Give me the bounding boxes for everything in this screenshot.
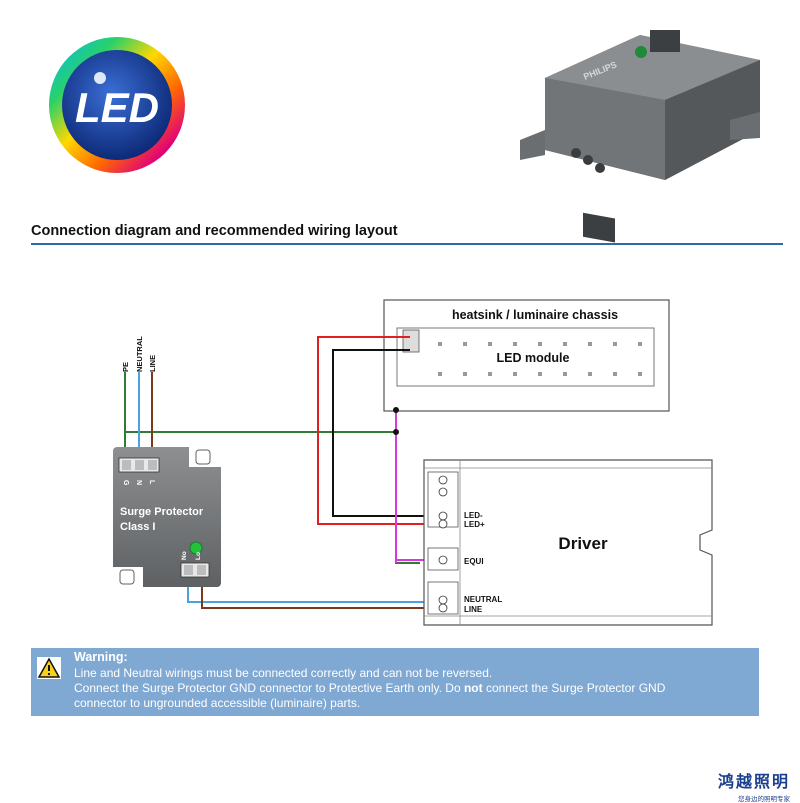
terminal-n: N [135,480,142,485]
label-neutral: NEUTRAL [135,336,144,372]
watermark-name: 鸿越照明 [717,772,790,791]
led-module-label: LED module [497,351,570,365]
led-chip [563,372,567,376]
junction-dot [393,407,399,413]
led-module [396,327,655,387]
wire-pe-driver [395,432,420,564]
led-chip [513,372,517,376]
surge-label-line2: Class I [120,521,155,533]
warning-line-2-start: Connect the Surge Protector GND connecto… [74,681,464,695]
led-chip [463,372,467,376]
wires [124,336,440,609]
led-chip [563,342,567,346]
warning-line-3: connector to ungrounded accessible (lumi… [74,696,361,710]
led-chip [463,342,467,346]
surge-label-line1: Surge Protector [120,506,204,518]
led-chip [438,372,442,376]
heading-rule [31,243,783,245]
led-chip [638,372,642,376]
product-photo: PHILIPS [520,30,760,243]
wire-pe-chassis [125,410,397,433]
status-led [189,541,203,555]
warning-line-2-bold: not [463,681,483,695]
led-logo: LED [49,37,185,173]
led-chip [488,372,492,376]
led-chip [588,342,592,346]
warning-line-1: Line and Neutral wirings must be connect… [74,666,493,680]
warning-box: Warning: Line and Neutral wirings must b… [31,648,759,716]
warning-icon [37,657,61,679]
terminal-led-minus: LED- [464,511,483,520]
watermark-tagline: 您身边的照明专家 [738,795,790,803]
luminaire-chassis: heatsink / luminaire chassis LED module [383,299,670,412]
led-chip [588,372,592,376]
led-chip [613,342,617,346]
led-chip [538,342,542,346]
wire-neutral-out [187,580,440,603]
wire-led-minus [332,349,440,517]
warning-line-2: Connect the Surge Protector GND connecto… [74,681,665,695]
led-chip [613,372,617,376]
terminal-equi: EQUI [464,557,484,566]
junction-dot [393,429,399,435]
surge-protector: G N L Surge Protector Class I No Lo [113,447,221,587]
terminal-line: LINE [464,605,483,614]
driver: Driver LED- LED+ EQUI NEUTRAL LINE [423,459,713,626]
warning-title: Warning: [74,650,128,664]
driver-label: Driver [558,534,608,553]
chassis-label: heatsink / luminaire chassis [452,308,618,322]
terminal-no: No [181,551,188,560]
terminal-lo: Lo [195,552,202,560]
terminal-g: G [122,480,129,486]
led-chips [438,342,642,376]
input-labels: PE NEUTRAL LINE [121,336,157,372]
led-chip [538,372,542,376]
warning-line-2-end: connect the Surge Protector GND [482,681,666,695]
label-line: LINE [148,355,157,372]
led-chip [488,342,492,346]
terminal-l: L [148,480,155,485]
led-chip [513,342,517,346]
wire-line-out [201,580,440,609]
led-chip [438,342,442,346]
label-pe: PE [121,362,130,372]
terminal-neutral: NEUTRAL [464,595,502,604]
terminal-led-plus: LED+ [464,520,485,529]
watermark: 鸿越照明 您身边的照明专家 [718,768,790,803]
section-heading: Connection diagram and recommended wirin… [31,223,398,239]
wire-led-plus [317,336,440,525]
led-chip [638,342,642,346]
led-logo-text: LED [75,84,159,131]
